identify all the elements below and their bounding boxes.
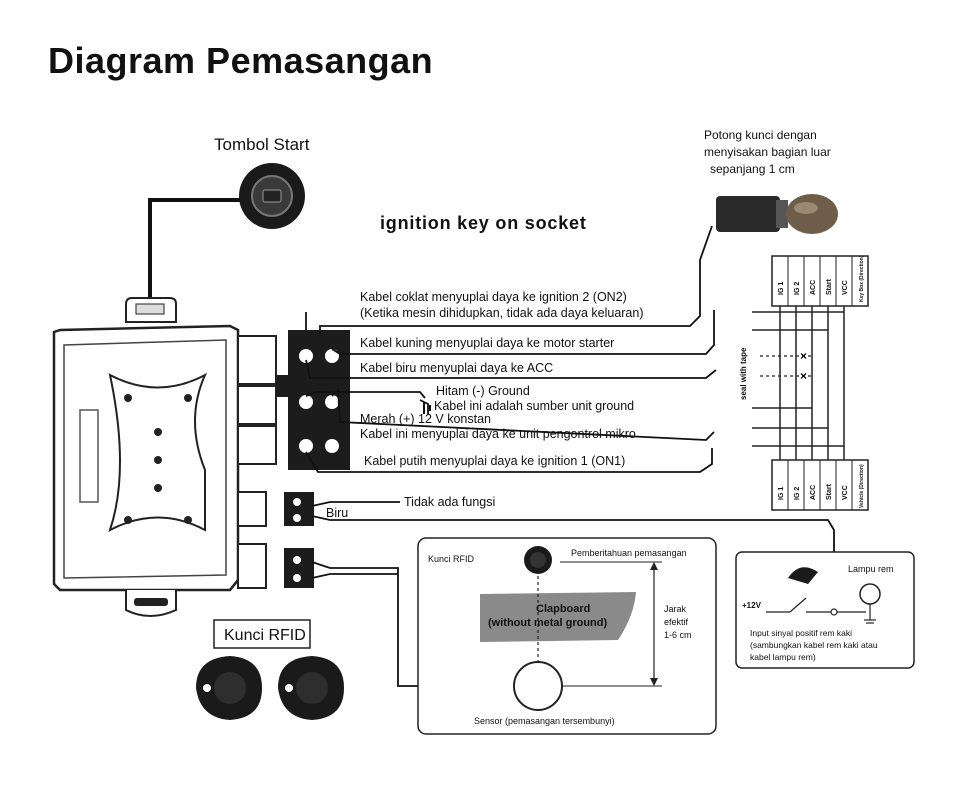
kb-bot-start: Start: [826, 483, 833, 500]
brake-lamp-label: Lampu rem: [848, 564, 894, 574]
kb-bot-ig1: IG 1: [778, 487, 785, 500]
keybox-schematic: IG 1 IG 2 ACC Start VCC Key Box (Directi…: [739, 255, 869, 511]
rfid-fob-icon: [196, 656, 262, 720]
brown-wire-note: (Ketika mesin dihidupkan, tidak ada daya…: [360, 306, 644, 320]
brake-input-label: Input sinyal positif rem kaki: [750, 628, 852, 638]
brown-wire: [319, 225, 713, 332]
ground-label: Hitam (-) Ground: [436, 384, 530, 398]
cut-key-line2: menyisakan bagian luar: [704, 145, 831, 159]
brake-signal-panel: Lampu rem +12V Input sinyal positif rem …: [735, 551, 915, 669]
cut-key-line1: Potong kunci dengan: [704, 128, 817, 142]
install-notice-label: Pemberitahuan pemasangan: [571, 548, 687, 558]
distance-effective: efektif: [664, 617, 689, 627]
ground-source-label: Kabel ini adalah sumber unit ground: [434, 399, 634, 413]
rfid-install-panel: Kunci RFID Pemberitahuan pemasangan Clap…: [417, 537, 717, 735]
kb-top-acc: ACC: [810, 280, 817, 295]
kb-top-ig2: IG 2: [794, 282, 801, 295]
black-wire: [305, 391, 426, 399]
rfid-wire-b: [311, 573, 398, 579]
clapboard-label: Clapboard: [536, 603, 590, 615]
unit-sockets: [237, 335, 277, 589]
distance-label: Jarak: [664, 604, 687, 614]
blue-label: Biru: [326, 506, 348, 520]
blue-wire-label: Kabel biru menyuplai daya ke ACC: [360, 361, 553, 375]
page-title: Diagram Pemasangan: [48, 40, 434, 81]
svg-text:×: ×: [800, 369, 807, 383]
start-button-label: Tombol Start: [214, 135, 310, 154]
kb-bot-ig2: IG 2: [794, 487, 801, 500]
white-wire: [305, 448, 713, 473]
red-wire: [331, 387, 715, 441]
small-connector-2: [284, 548, 314, 588]
distance-range: 1-6 cm: [664, 630, 692, 640]
sensor-label: Sensor (pemasangan tersembunyi): [474, 716, 615, 726]
brake-voltage-label: +12V: [742, 601, 762, 610]
kb-bot-vcc: VCC: [842, 485, 849, 500]
no-function-wire: [311, 501, 400, 507]
key-socket-icon: [716, 194, 838, 234]
yellow-wire-label: Kabel kuning menyuplai daya ke motor sta…: [360, 336, 614, 350]
kb-bot-dir: Vehicle (Direction): [859, 464, 865, 508]
blue-wire: [305, 359, 717, 379]
kb-bot-acc: ACC: [810, 485, 817, 500]
yellow-wire: [331, 310, 715, 355]
rfid-keys-frame: [213, 619, 311, 649]
kb-top-vcc: VCC: [842, 280, 849, 295]
micro-wire-label: Kabel ini menyuplai daya ke unit pengont…: [360, 427, 636, 441]
svg-text:×: ×: [800, 349, 807, 363]
rfid-keys-label: Kunci RFID: [224, 627, 306, 644]
ignition-key-label: ignition key on socket: [380, 213, 587, 233]
kb-top-ig1: IG 1: [778, 282, 785, 295]
rfid-box-title: Kunci RFID: [428, 554, 475, 564]
kb-top-dir: Key Box (Direction): [859, 255, 865, 302]
no-function-label: Tidak ada fungsi: [404, 495, 495, 509]
small-connector-1: [284, 492, 314, 526]
ground-symbol: [419, 399, 429, 414]
control-unit: [52, 297, 240, 617]
seal-tape-label: seal with tape: [739, 347, 748, 400]
brake-input-note2: kabel lampu rem): [750, 652, 816, 662]
cut-key-line3: sepanjang 1 cm: [710, 162, 795, 176]
ground-bars: [423, 402, 431, 414]
kb-top-start: Start: [826, 278, 833, 295]
brake-input-note1: (sambungkan kabel rem kaki atau: [750, 640, 878, 650]
white-wire-label: Kabel putih menyuplai daya ke ignition 1…: [364, 454, 625, 468]
start-button-cable: [148, 198, 240, 312]
start-button-icon: [239, 163, 305, 229]
red-wire-label: Merah (+) 12 V konstan: [360, 412, 491, 426]
rfid-fob-icon: [278, 656, 344, 720]
brown-wire-label: Kabel coklat menyuplai daya ke ignition …: [360, 290, 627, 304]
clapboard-note: (without metal ground): [488, 617, 607, 629]
